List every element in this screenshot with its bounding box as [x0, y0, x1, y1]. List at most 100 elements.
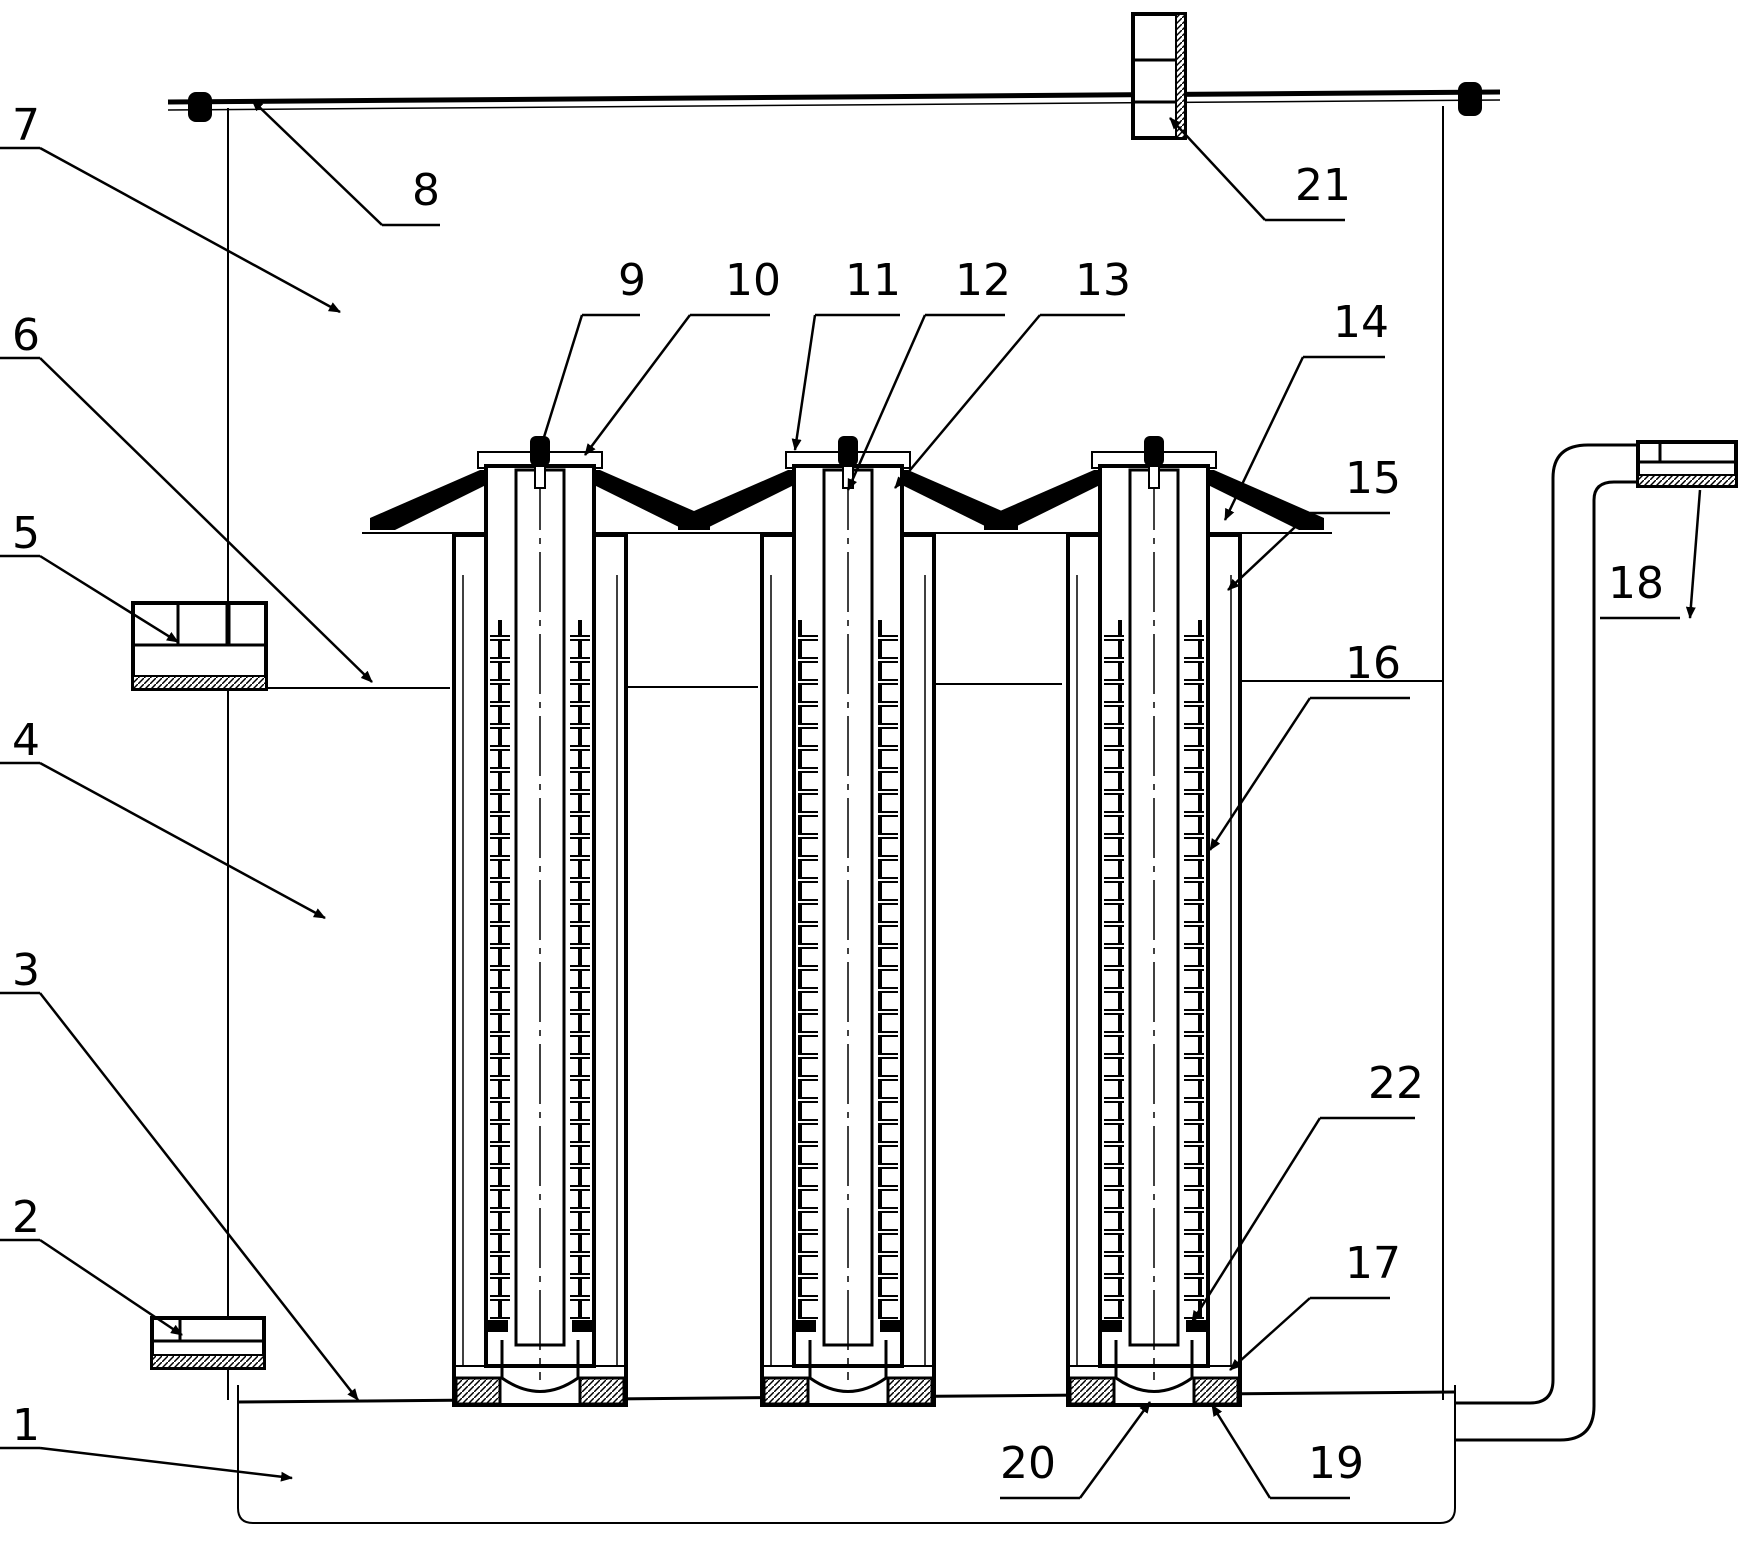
callout-11: 11 [845, 255, 901, 306]
base-block [886, 1376, 934, 1406]
callout-8: 8 [412, 165, 440, 216]
membrane-strip-right [878, 620, 898, 1320]
leader-19 [1210, 1404, 1350, 1500]
filter-columns [362, 436, 1332, 1407]
bolt-head [838, 436, 858, 466]
membrane-strip-left [798, 620, 818, 1320]
bolt-stem [1148, 465, 1160, 489]
callout-3: 3 [12, 945, 40, 996]
callout-10: 10 [725, 255, 781, 306]
seal-ring [1100, 1320, 1122, 1332]
leader-arrow [1169, 117, 1266, 221]
callout-6: 6 [12, 310, 40, 361]
leader-11 [791, 313, 900, 451]
base-block [762, 1376, 810, 1406]
seal-ring [572, 1320, 594, 1332]
leader-22 [1190, 1116, 1415, 1323]
top-valve-box [1131, 12, 1187, 140]
callout-labels: 1 2 3 4 5 6 7 8 9 10 11 12 13 14 15 16 1… [12, 100, 1664, 1489]
base-block [1068, 1376, 1116, 1406]
cover-plate [167, 89, 1501, 105]
leader-arrow [39, 761, 326, 920]
membrane-strip-left [490, 620, 510, 1320]
leader-arrow [1210, 1404, 1272, 1499]
leader-arrow [1190, 1117, 1322, 1323]
leader-16 [1208, 696, 1410, 851]
callout-5: 5 [12, 508, 40, 559]
bolt-head [530, 436, 550, 466]
callout-14: 14 [1333, 297, 1389, 348]
callout-4: 4 [12, 715, 40, 766]
leader-18 [1600, 489, 1702, 620]
leader-arrow [1208, 697, 1312, 851]
seal-ring [880, 1320, 902, 1332]
callout-13: 13 [1075, 255, 1131, 306]
base-block [454, 1376, 502, 1406]
leader-arrow [1223, 356, 1305, 521]
callout-9: 9 [618, 255, 646, 306]
callout-18: 18 [1608, 558, 1664, 609]
base-block [1192, 1376, 1240, 1406]
cone-collar-right [900, 470, 1018, 530]
bottom-cup [1114, 1340, 1194, 1393]
leader-13 [894, 313, 1125, 489]
leader-lines [0, 99, 1702, 1500]
leader-arrow [39, 1446, 293, 1482]
leader-21 [1169, 117, 1345, 222]
cone-collar-left [678, 470, 796, 530]
bottom-cup [500, 1340, 580, 1393]
leader-arrow [791, 314, 817, 451]
leader-arrow [1685, 489, 1702, 619]
leader-4 [0, 761, 326, 920]
side-box-5 [131, 601, 268, 691]
bottom-cup [808, 1340, 888, 1393]
tank [167, 89, 1501, 1524]
leader-15 [1227, 511, 1390, 591]
tank-bottom [237, 1385, 1456, 1524]
leader-arrow [846, 314, 927, 491]
cone-collar-right [592, 470, 710, 530]
callout-7: 7 [12, 100, 40, 151]
leader-2 [0, 1238, 183, 1337]
leader-6 [0, 356, 373, 683]
callout-20: 20 [1000, 1438, 1056, 1489]
bolt-stem [534, 465, 546, 489]
leader-arrow [39, 992, 359, 1401]
callout-1: 1 [12, 1400, 40, 1451]
leader-14 [1223, 355, 1385, 521]
cover-plate-edge [167, 99, 1501, 111]
callout-16: 16 [1345, 638, 1401, 689]
membrane-strip-right [570, 620, 590, 1320]
seal-ring [1186, 1320, 1208, 1332]
membrane-strip-right [1184, 620, 1204, 1320]
leader-arrow [1078, 1401, 1152, 1499]
leader-7 [0, 146, 341, 314]
leader-arrow [251, 99, 383, 226]
leader-arrow [1229, 1297, 1311, 1371]
membrane-strip-left [1104, 620, 1124, 1320]
seal-ring [794, 1320, 816, 1332]
leader-arrow [584, 314, 691, 456]
cone-collar-right [1206, 470, 1324, 530]
filter-column-3 [976, 436, 1332, 1407]
leader-arrow [39, 554, 179, 644]
leader-arrow [538, 314, 584, 451]
bolt-head [1144, 436, 1164, 466]
callout-21: 21 [1295, 160, 1351, 211]
callout-22: 22 [1368, 1058, 1424, 1109]
leader-3 [0, 991, 359, 1401]
outlet-valve-box [1636, 440, 1738, 488]
callout-2: 2 [12, 1192, 40, 1243]
callout-15: 15 [1345, 453, 1401, 504]
leader-arrow [1227, 512, 1311, 591]
leader-arrow [39, 357, 373, 683]
leader-9 [538, 313, 640, 451]
base-block [578, 1376, 626, 1406]
filter-column-1 [362, 436, 718, 1407]
knob [188, 82, 1482, 122]
callout-17: 17 [1345, 1238, 1401, 1289]
callout-19: 19 [1308, 1438, 1364, 1489]
seal-ring [486, 1320, 508, 1332]
